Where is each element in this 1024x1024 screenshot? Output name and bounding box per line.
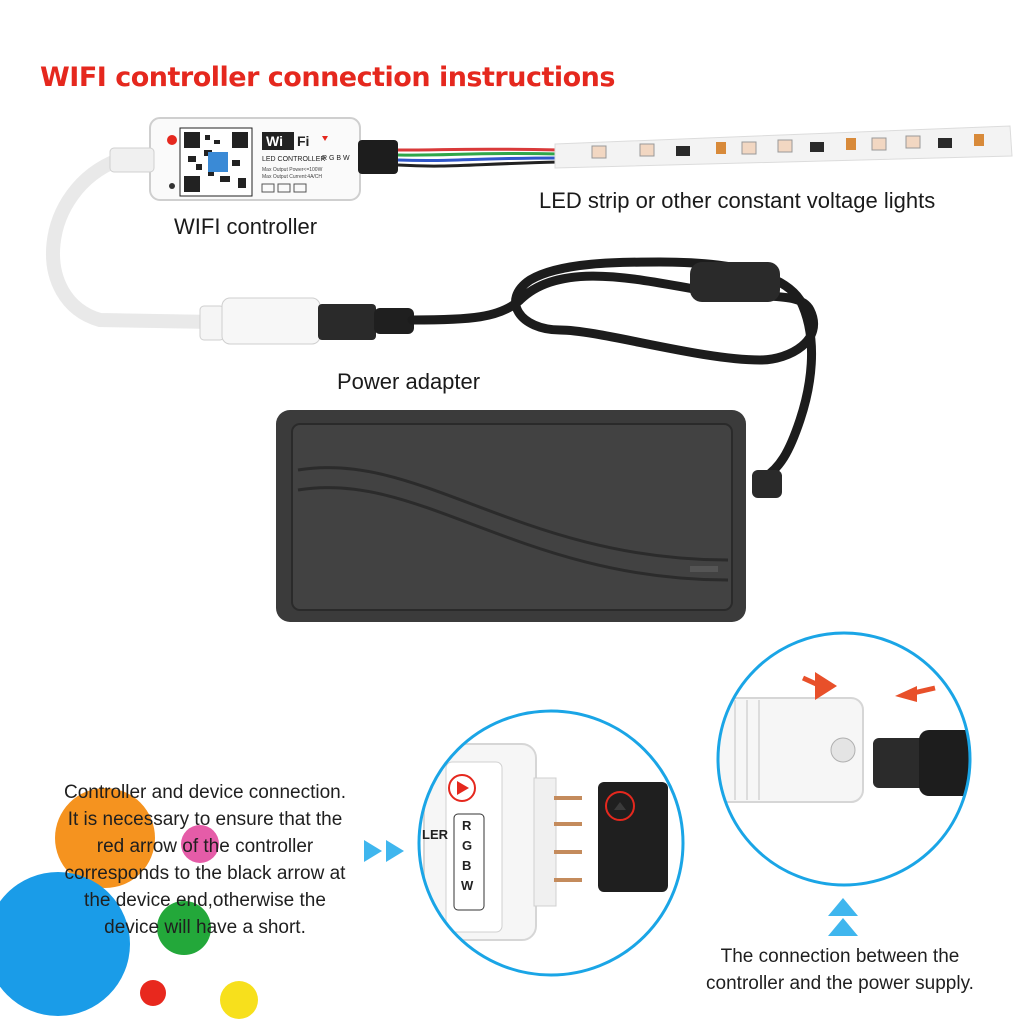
connection-note-line: the device end,otherwise the xyxy=(84,890,326,911)
controller-channels-text: R G B W xyxy=(322,155,350,162)
channel-b: B xyxy=(462,858,471,873)
wifi-logo-fi: Fi xyxy=(297,133,309,149)
power-note-line: The connection between the xyxy=(720,946,960,967)
ferrite-bead xyxy=(690,262,780,302)
strip-connector xyxy=(358,140,398,174)
connection-note-line: device will have a short. xyxy=(104,917,306,938)
decorative-dots xyxy=(0,788,258,1019)
led-strip xyxy=(554,125,1013,169)
double-arrow-up-icon xyxy=(828,898,858,936)
controller-red-arrow-icon xyxy=(322,136,328,141)
dc-jack-detail xyxy=(716,631,972,887)
channel-g: G xyxy=(462,838,472,853)
controller-model-text: LED CONTROLLER xyxy=(262,156,325,163)
green-dot xyxy=(157,901,211,955)
power-adapter-label: Power adapter xyxy=(337,369,481,394)
red-arrow-icon xyxy=(457,781,469,795)
red-dot xyxy=(140,980,166,1006)
yellow-dot xyxy=(220,981,258,1019)
orange-dot xyxy=(55,788,155,888)
channel-r: R xyxy=(462,818,472,833)
dc-female-jack xyxy=(199,297,321,345)
connection-note-line: It is necessary to ensure that the xyxy=(67,809,343,830)
power-connection-note: The connection between the controller an… xyxy=(660,943,1020,997)
power-note-line: controller and the power supply. xyxy=(706,973,974,994)
blue-dot xyxy=(0,872,130,1016)
white-cable xyxy=(46,153,222,329)
controller-spec-1: Max Output Power<=100W xyxy=(262,167,323,173)
connection-note-line: red arrow of the controller xyxy=(96,836,314,857)
red-arrow-right-icon xyxy=(815,672,837,700)
red-arrow-left-icon xyxy=(895,686,917,702)
dc-male-plug xyxy=(318,304,414,340)
partial-label: LER xyxy=(422,827,449,842)
black-arrow-icon xyxy=(614,802,626,810)
controller-spec-2: Max Output Current:4A/CH xyxy=(262,174,322,180)
connection-note-line: corresponds to the black arrow at xyxy=(64,863,346,884)
pink-dot xyxy=(181,825,219,863)
led-strip-label: LED strip or other constant voltage ligh… xyxy=(539,188,936,213)
wifi-controller-label: WIFI controller xyxy=(174,214,318,239)
connection-note-line: Controller and device connection. xyxy=(63,782,346,803)
adapter-cable xyxy=(407,257,819,485)
page-title: WIFI controller connection instructions xyxy=(40,62,615,93)
double-arrow-right-icon xyxy=(364,840,404,862)
power-adapter-body xyxy=(276,410,746,622)
wifi-controller-device: Wi Fi LED CONTROLLER Max Output Power<=1… xyxy=(109,117,361,201)
controller-pins-detail: R G B W LER xyxy=(417,709,685,977)
connection-note: Controller and device connection. It is … xyxy=(20,779,390,941)
wifi-logo-wi: Wi xyxy=(266,133,283,149)
channel-w: W xyxy=(461,878,474,893)
led-chips xyxy=(591,134,984,159)
